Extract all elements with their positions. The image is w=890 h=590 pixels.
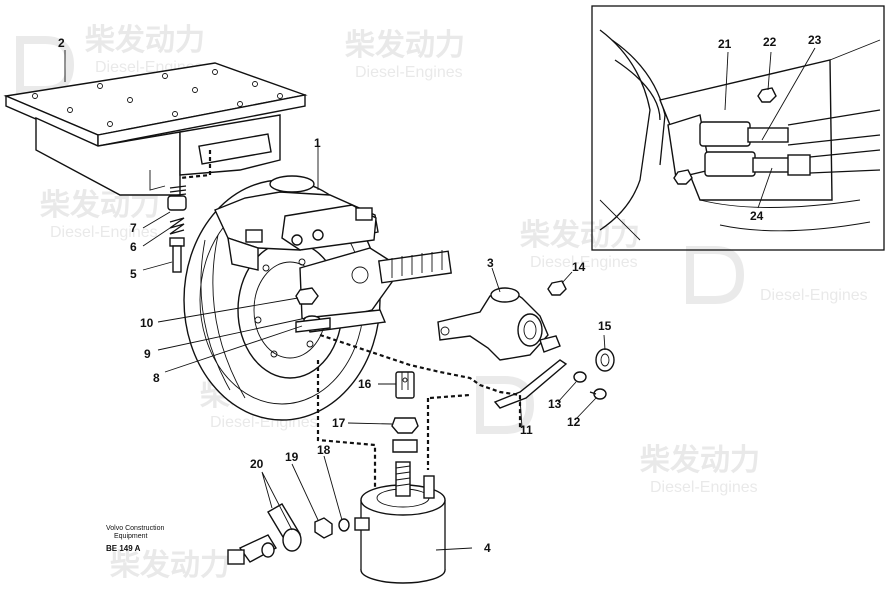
callout-6: 6 (130, 240, 137, 254)
spring-6 (169, 217, 185, 235)
callout-24: 24 (750, 209, 764, 223)
callout-7: 7 (130, 221, 137, 235)
callout-19: 19 (285, 450, 299, 464)
callout-21: 21 (718, 37, 732, 51)
assembly-path-line (316, 360, 377, 488)
watermark-brand-cn: 柴发动力 (345, 29, 465, 62)
caption-division: Equipment (114, 533, 148, 540)
assembly-path-line (319, 333, 522, 470)
lever-hub (437, 287, 561, 361)
watermark-brand-en: Diesel-Engines (530, 254, 638, 271)
splined-shaft (378, 250, 452, 284)
caption-company: Volvo Construction (106, 525, 164, 532)
brake-caliper (214, 175, 379, 271)
watermark-brand-cn: 柴发动力 (110, 549, 230, 582)
watermark-brand-cn: 柴发动力 (520, 219, 640, 252)
callout-1: 1 (314, 136, 321, 150)
callout-15: 15 (598, 319, 612, 333)
callout-3: 3 (487, 256, 494, 270)
drawing-code: BE 149 A (106, 544, 141, 553)
fitting-22 (757, 87, 777, 103)
spring-pin-7 (167, 185, 187, 211)
hydraulic-hose-right (704, 149, 881, 177)
washer-15 (595, 348, 615, 372)
assembly-path-line (179, 150, 212, 180)
mounting-plate (3, 62, 308, 196)
watermark-brand-cn: 柴发动力 (85, 24, 205, 57)
callout-13: 13 (548, 397, 562, 411)
callout-16: 16 (358, 377, 372, 391)
screw-12 (589, 388, 607, 400)
nut-14 (547, 280, 567, 296)
bolt-5 (169, 237, 185, 273)
watermark-brand-en: Diesel-Engines (650, 479, 758, 496)
nut-19 (314, 517, 333, 539)
callout-8: 8 (153, 371, 160, 385)
leader-lines (64, 47, 816, 551)
clevis-fork-16 (395, 371, 415, 399)
callout-labels: 2 1 3 4 5 6 7 8 9 10 11 12 13 14 15 16 1… (58, 33, 822, 555)
callout-23: 23 (808, 33, 822, 47)
callout-14: 14 (572, 260, 586, 274)
watermark-brand-en: Diesel-Engines (50, 224, 158, 241)
nut-10 (295, 287, 319, 305)
watermark-brand-en: Diesel-Engines (355, 64, 463, 81)
callout-4: 4 (484, 541, 491, 555)
hydraulic-hose-left (699, 109, 881, 147)
callout-17: 17 (332, 416, 346, 430)
watermark-brand-en: Diesel-Engines (760, 287, 868, 304)
figure-caption: Volvo Construction Equipment BE 149 A (106, 525, 164, 553)
link-rod-11 (493, 359, 568, 409)
callout-11: 11 (520, 423, 533, 437)
inset-detail-view (591, 5, 885, 251)
washer-18 (338, 518, 350, 532)
washer-13 (573, 371, 587, 383)
nut-17 (391, 417, 419, 453)
bolt-inset (673, 169, 693, 185)
callout-9: 9 (144, 347, 151, 361)
watermark-brand-cn: 柴发动力 (640, 444, 760, 477)
callout-5: 5 (130, 267, 137, 281)
callout-10: 10 (140, 316, 154, 330)
callout-20: 20 (250, 457, 264, 471)
brake-cylinder (354, 461, 446, 584)
callout-22: 22 (763, 35, 777, 49)
shock-absorber-20 (227, 503, 302, 565)
bracket-8 (295, 317, 331, 333)
callout-18: 18 (317, 443, 331, 457)
callout-2: 2 (58, 36, 65, 50)
callout-12: 12 (567, 415, 581, 429)
